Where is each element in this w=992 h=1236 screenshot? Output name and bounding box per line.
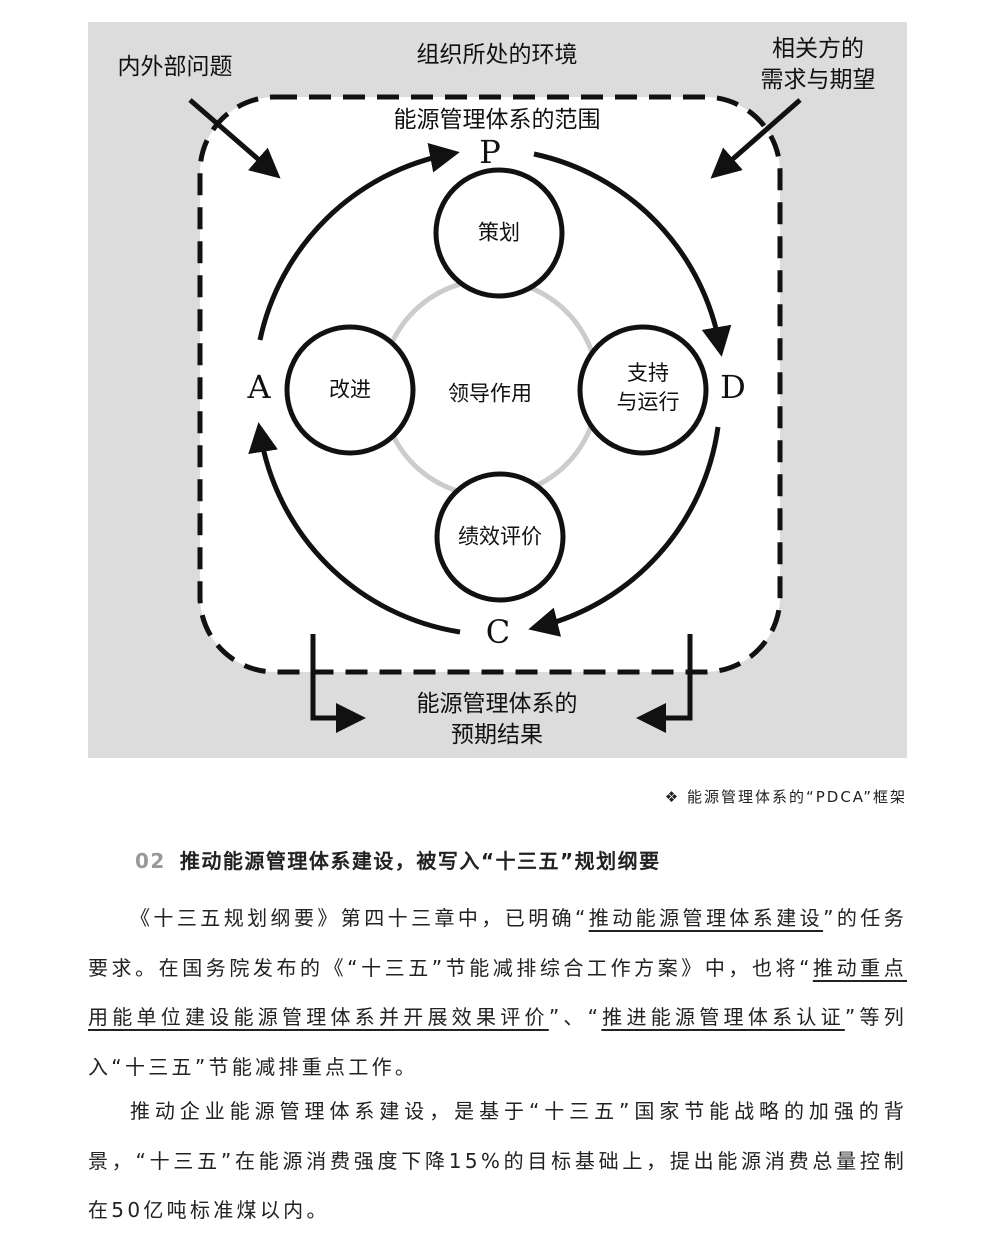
outcome-line2: 预期结果 [451, 722, 543, 748]
d-label: D [720, 368, 746, 406]
outcome-arrow-right [636, 634, 693, 733]
evaluation-circle [434, 471, 566, 603]
evaluation-label: 绩效评价 [458, 524, 542, 549]
section-number: 02 [135, 849, 166, 873]
stakeholders-line2: 需求与期望 [760, 67, 876, 93]
pdca-diagram: 组织所处的环境 内外部问题 相关方的需求与期望 能源管理体系的范围 P D C … [88, 22, 907, 758]
paragraph-2: 推动企业能源管理体系建设，是基于“十三五”国家节能战略的加强的背景，“十三五”在… [88, 1099, 907, 1222]
outcome-arrow-left [310, 634, 366, 733]
section-heading: 02 推动能源管理体系建设，被写入“十三五”规划纲要 [135, 845, 661, 874]
figure-caption: ❖ 能源管理体系的“PDCA”框架 [664, 788, 907, 806]
arrow-c-to-a [248, 422, 461, 635]
text: ”等列入“十三五”节能减排重点工作。 [88, 1005, 907, 1079]
stakeholders-line1: 相关方的 [772, 36, 864, 62]
plan-label: 策划 [478, 220, 520, 245]
issues-arrow [188, 98, 281, 179]
underlined-text: 推动重点用能单位建设能源管理体系并开展效果评价 [88, 955, 908, 1030]
stakeholders-arrow [710, 98, 802, 179]
improve-circle [284, 324, 416, 456]
environment-label: 组织所处的环境 [416, 42, 578, 68]
a-label: A [247, 368, 271, 406]
text: ”的任务要求。在国务院发布的《“十三五”节能减排综合工作方案》中，也将“ [88, 906, 907, 980]
arrow-a-to-p [257, 143, 460, 341]
underlined-text: 推动能源管理体系建设 [588, 906, 824, 930]
c-label: C [485, 613, 511, 651]
support-circle [577, 324, 709, 456]
stakeholders-label: 相关方的需求与期望 [761, 34, 876, 96]
arrow-d-to-c [528, 426, 721, 637]
plan-circle [433, 167, 565, 299]
support-label: 支持与运行 [617, 359, 680, 417]
underlined-text: 推进能源管理体系认证 [601, 1005, 845, 1029]
paragraph-1: 《十三五规划纲要》第四十三章中，已明确“推动能源管理体系建设”的任务要求。在国务… [88, 894, 907, 1092]
arrow-p-to-d [533, 151, 732, 357]
scope-boundary [197, 94, 783, 675]
text: ”、“ [548, 1005, 602, 1029]
section-title: 推动能源管理体系建设，被写入“十三五”规划纲要 [179, 849, 661, 873]
diagram-graphics [188, 94, 802, 733]
improve-label: 改进 [329, 377, 371, 402]
support-line1: 支持 [627, 361, 669, 385]
p-label: P [479, 133, 501, 171]
outcome-line1: 能源管理体系的 [416, 691, 578, 717]
support-line2: 与运行 [616, 390, 680, 414]
issues-label: 内外部问题 [117, 54, 233, 80]
outcome-label: 能源管理体系的预期结果 [417, 689, 578, 751]
leadership-label: 领导作用 [448, 381, 532, 406]
text: 《十三五规划纲要》第四十三章中，已明确“ [130, 906, 589, 930]
scope-label: 能源管理体系的范围 [393, 107, 601, 133]
